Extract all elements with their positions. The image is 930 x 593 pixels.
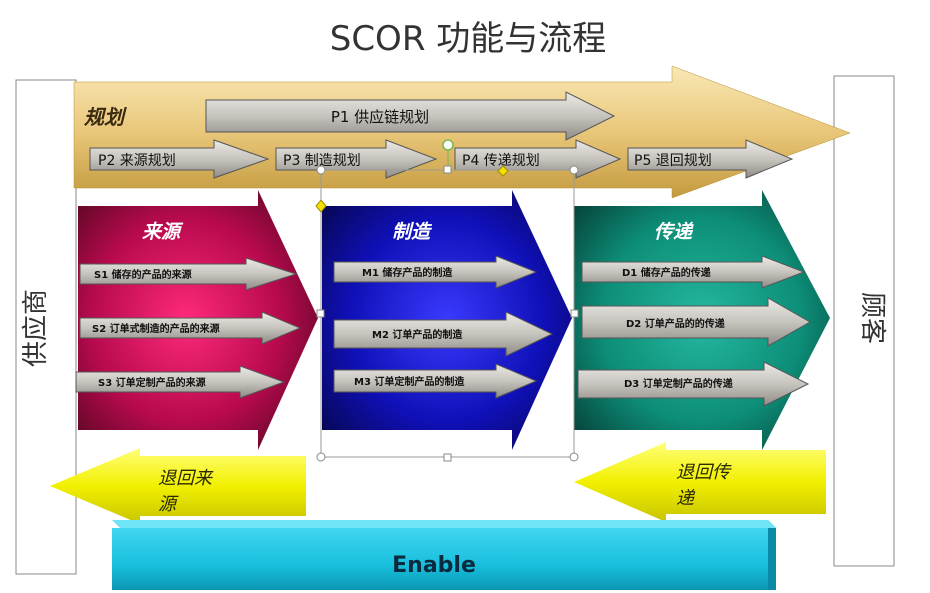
s2-arrow: [79, 311, 302, 345]
s1-label: S1 储存的产品的来源: [94, 268, 192, 281]
return-deliver-label-line1: 退回传: [676, 462, 732, 483]
d1-arrow: [581, 255, 806, 289]
s1-arrow: [79, 257, 298, 291]
page-title: SCOR 功能与流程: [330, 19, 607, 59]
p5-label: P5 退回规划: [634, 153, 712, 169]
make-label: 制造: [392, 221, 433, 243]
m3-arrow: [333, 363, 538, 399]
m3-label: M3 订单定制产品的制造: [354, 375, 465, 388]
p2-arrow: [89, 139, 270, 179]
deliver-label: 传递: [654, 221, 694, 243]
d1-label: D1 储存产品的传递: [622, 266, 711, 279]
s3-label: S3 订单定制产品的来源: [98, 376, 206, 389]
enable-box-top: [112, 520, 776, 528]
m2-arrow: [333, 311, 554, 357]
p1-arrow: [205, 91, 616, 141]
s3-arrow: [75, 365, 286, 399]
p3-label: P3 制造规划: [283, 153, 361, 169]
s2-label: S2 订单式制造的产品的来源: [92, 322, 220, 335]
supplier-label: 供应商: [21, 289, 51, 367]
p3-arrow: [275, 139, 438, 179]
enable-box: [112, 528, 768, 590]
return-deliver-label-line2: 递: [676, 488, 696, 509]
plan-label: 规划: [84, 105, 127, 129]
m1-label: M1 储存产品的制造: [362, 266, 453, 279]
return-source-label-line2: 源: [158, 494, 179, 515]
d3-arrow: [577, 361, 810, 407]
d3-label: D3 订单定制产品的传递: [624, 377, 733, 390]
customer-label: 顾客: [857, 292, 887, 344]
enable-label: Enable: [392, 553, 476, 578]
m2-label: M2 订单产品的制造: [372, 328, 463, 341]
return-source-label-line1: 退回来: [158, 468, 214, 489]
p4-label: P4 传递规划: [462, 153, 540, 169]
m1-arrow: [333, 255, 538, 289]
enable-box-side: [768, 520, 776, 590]
d2-label: D2 订单产品的的传递: [626, 317, 725, 330]
selection-handles[interactable]: [315, 139, 579, 462]
p1-label: P1 供应链规划: [331, 108, 429, 126]
source-label: 来源: [142, 221, 184, 243]
return-source-arrow: [50, 448, 306, 524]
d2-arrow: [581, 297, 812, 347]
p2-label: P2 来源规划: [98, 153, 176, 169]
return-deliver-arrow: [574, 442, 826, 522]
customer-bar: [833, 75, 895, 567]
p5-arrow: [627, 139, 794, 179]
